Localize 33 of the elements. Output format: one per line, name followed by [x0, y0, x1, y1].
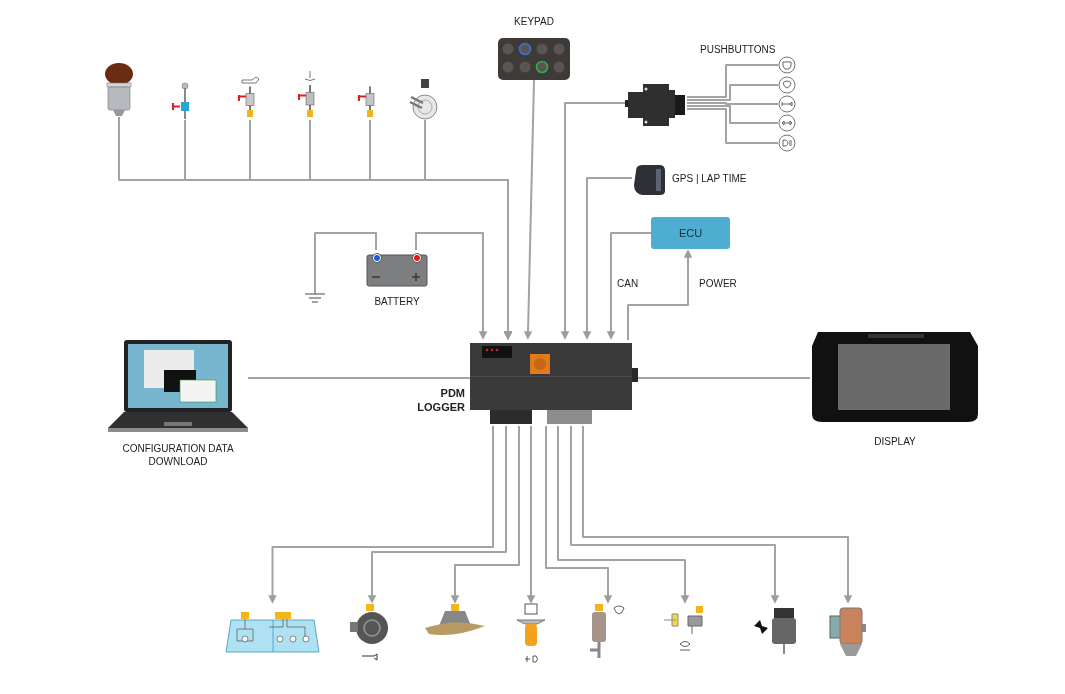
connector-line [686, 105, 779, 124]
connector-line [247, 377, 471, 379]
arrow [424, 119, 513, 340]
arrow [450, 425, 520, 604]
arrow [560, 102, 626, 340]
connector-line [686, 102, 779, 105]
connector-line [686, 84, 779, 101]
arrow [523, 79, 535, 340]
device-caption: DISPLAY [873, 436, 917, 449]
device-label: BATTERY [374, 296, 420, 308]
arrow [557, 425, 690, 604]
device-caption: PDM LOGGER [416, 387, 465, 415]
connector-line [686, 64, 779, 98]
arrow [545, 425, 613, 604]
device-caption: CONFIGURATION DATA DOWNLOAD [121, 443, 235, 468]
ecu-box: ECU [651, 217, 730, 249]
arrow [268, 425, 494, 604]
arrow [606, 232, 652, 340]
arrow [415, 232, 488, 340]
connector-line [637, 377, 811, 379]
edge-label: CAN [615, 277, 641, 290]
device-caption: GPS | LAP TIME [672, 173, 748, 186]
arrow [627, 249, 693, 341]
arrow [582, 425, 853, 604]
arrow [570, 425, 780, 604]
edge-label: POWER [697, 277, 739, 290]
connector-line [686, 108, 779, 144]
arrow [526, 425, 536, 604]
device-label: KEYPAD [514, 16, 554, 28]
connector-line [314, 232, 377, 289]
arrow [582, 177, 633, 340]
arrow [367, 425, 507, 604]
group-label: PUSHBUTTONS [700, 44, 776, 55]
